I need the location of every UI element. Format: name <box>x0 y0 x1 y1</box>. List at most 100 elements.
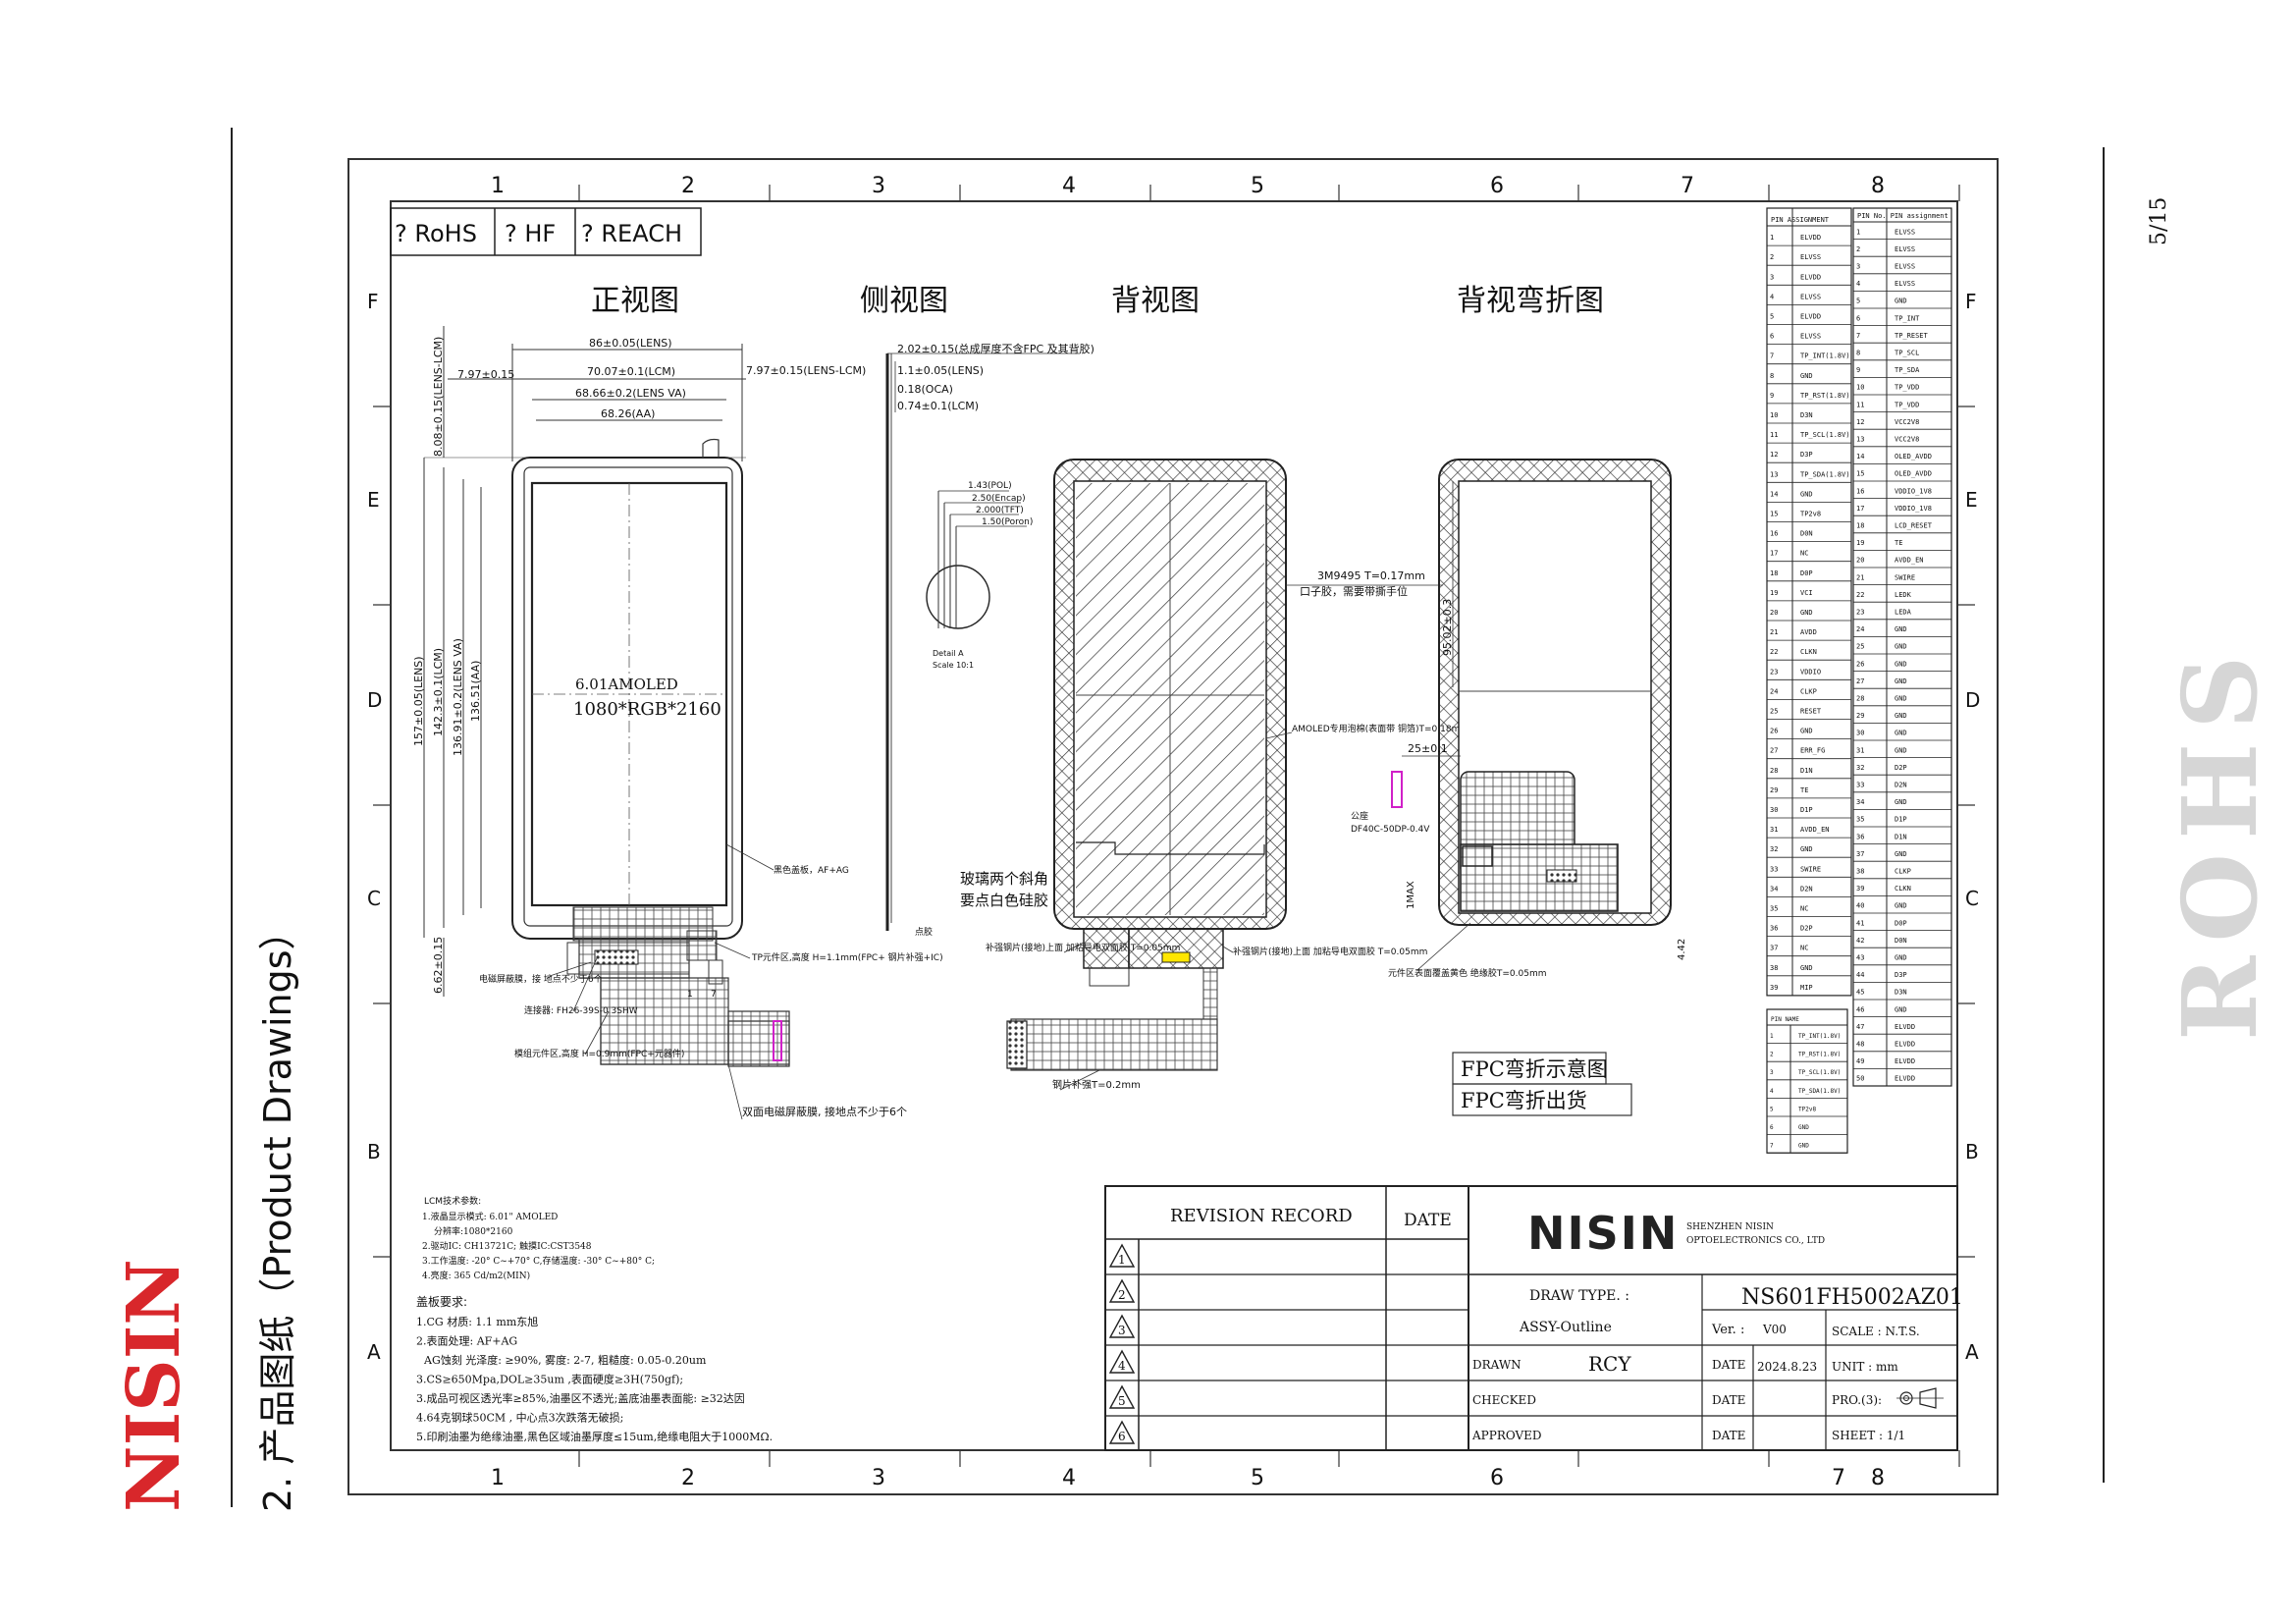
front-connector <box>594 949 639 965</box>
fpc-bend-diagram-label: FPC弯折示意图 <box>1461 1057 1608 1081</box>
pin-table-1-pin-number: 6 <box>1770 333 1774 341</box>
grid-row-label-right: D <box>1965 688 1980 712</box>
pin-table-2-header: PIN No. PIN assignment <box>1857 212 1949 220</box>
pin7-marker: 7 <box>711 990 717 1000</box>
note-steel-stiffener: 钢片补强T=0.2mm <box>1052 1078 1141 1091</box>
pin-table-1-pin-name: D0P <box>1800 569 1813 577</box>
pin-table-2-pin-number: 42 <box>1856 937 1864 945</box>
pin-table-1-pin-name: D3N <box>1800 411 1813 419</box>
pin-table-1-pin-number: 19 <box>1770 589 1778 597</box>
pin-table-1-pin-name: GND <box>1800 609 1813 617</box>
cover-note-line: 3.CS≥650Mpa,DOL≥35um ,表面硬度≥3H(750gf); <box>416 1373 683 1386</box>
pin-table-3-pin-number: 1 <box>1770 1033 1774 1040</box>
pin-table-2-pin-number: 21 <box>1856 573 1864 581</box>
pin-table-1-pin-name: GND <box>1800 728 1813 735</box>
pin-table-1-pin-number: 9 <box>1770 392 1774 400</box>
pin-table-1-pin-number: 7 <box>1770 352 1774 360</box>
pin-table-2-pin-number: 47 <box>1856 1023 1864 1031</box>
pin-table-1-pin-name: ELVSS <box>1800 333 1821 341</box>
grid-col-label-top: 6 <box>1490 174 1504 198</box>
revision-triangle-icon <box>1108 1384 1136 1409</box>
pin-table-2-pin-name: CLKP <box>1895 868 1911 876</box>
cover-note-line: AG蚀刻 光泽度: ≥90%, 雾度: 2-7, 粗糙度: 0.05-0.20u… <box>423 1353 707 1367</box>
lcm-notes-title: LCM技术参数: <box>424 1195 481 1207</box>
pin-table-1-pin-name: NC <box>1800 945 1808 952</box>
pin-table-1-pin-name: GND <box>1800 845 1813 853</box>
pin-table-1-pin-name: D3P <box>1800 451 1813 459</box>
lcm-note-line: 2.驱动IC: CH13721C; 触摸IC:CST3548 <box>422 1240 592 1252</box>
pin-table-2-pin-number: 33 <box>1856 782 1864 789</box>
note-white-silicone: 要点白色硅胶 <box>960 892 1048 909</box>
dim-25: 25±0.1 <box>1408 742 1448 755</box>
pin-table-1-pin-number: 1 <box>1770 234 1774 242</box>
detail-poron: 1.50(Poron) <box>982 517 1033 527</box>
yellow-tape <box>1161 951 1191 963</box>
pin-table-1-pin-name: NC <box>1800 904 1808 912</box>
pin-table-1-pin-number: 30 <box>1770 806 1778 814</box>
pin-table-3-pin-name: TP_SDA(1.8V) <box>1798 1088 1841 1095</box>
revision-date-header: DATE <box>1404 1211 1452 1230</box>
pin-table-1-pin-name: ELVDD <box>1800 273 1821 281</box>
pin-table-2-pin-name: ELVSS <box>1895 263 1915 271</box>
pin-table-1-pin-number: 26 <box>1770 728 1778 735</box>
note-stiffener-left: 补强钢片(接地)上面 加粘导电双面胶 T=0.05mm <box>986 942 1180 953</box>
pin-table-2-pin-name: D1P <box>1895 816 1907 824</box>
projection-label: PRO.(3): <box>1832 1393 1882 1407</box>
pin-table-2-pin-number: 26 <box>1856 660 1864 668</box>
drawing-outer-frame <box>347 158 1999 1495</box>
pin-table-1-pin-number: 34 <box>1770 885 1778 893</box>
pin-table-2-pin-number: 5 <box>1856 298 1860 305</box>
dim-aa-height: 136.51(AA) <box>469 661 482 722</box>
pin-table-2-pin-number: 25 <box>1856 643 1864 651</box>
pin-table-2-pin-number: 38 <box>1856 868 1864 876</box>
pin-table-2-pin-number: 35 <box>1856 816 1864 824</box>
grid-col-label-bottom: 4 <box>1062 1466 1076 1490</box>
side-view-drawing: 2.02±0.15(总成厚度不含FPC 及其背胶) 1.1±0.05(LENS)… <box>885 342 1095 938</box>
pin-table-2-pin-number: 2 <box>1856 245 1860 253</box>
pin-table-2-pin-number: 44 <box>1856 971 1864 979</box>
pin-table-2-pin-name: TP_SCL <box>1895 350 1919 357</box>
pin-table-2-pin-number: 23 <box>1856 609 1864 617</box>
pin-table-2-pin-number: 8 <box>1856 350 1860 357</box>
cover-note-line: 2.表面处理: AF+AG <box>416 1334 517 1348</box>
pin-table-1-pin-name: TP_SDA(1.8V) <box>1800 470 1850 478</box>
pin-table-2-pin-name: ELVSS <box>1895 228 1915 236</box>
pin-table-2-pin-number: 22 <box>1856 591 1864 599</box>
pin-table-2-pin-number: 29 <box>1856 712 1864 720</box>
pin-table-1-pin-name: GND <box>1800 964 1813 972</box>
pin-table-1-pin-number: 25 <box>1770 707 1778 715</box>
grid-col-label-bottom: 8 <box>1871 1466 1885 1490</box>
pin-table-1-pin-name: AVDD <box>1800 628 1817 636</box>
dim-aa-width: 68.26(AA) <box>601 407 655 420</box>
pin-table-1-pin-name: TE <box>1800 786 1808 794</box>
pin-table-2-pin-name: TP_VDD <box>1895 401 1919 408</box>
pin-table-2-pin-name: LEDA <box>1895 609 1912 617</box>
pin-table-3-pin-name: TP2v8 <box>1798 1106 1816 1112</box>
pin-table-1-pin-name: TP2v8 <box>1800 510 1821 517</box>
dim-1max: 1MAX <box>1406 881 1416 909</box>
revision-triangle-icon <box>1108 1278 1136 1303</box>
pin-table-2-pin-name: GND <box>1895 695 1907 703</box>
pin-table-1-pin-name: VCI <box>1800 589 1813 597</box>
front-view-title: 正视图 <box>591 284 679 318</box>
pin-table-2-pin-name: TP_VDD <box>1895 384 1919 392</box>
resolution-label: 1080*RGB*2160 <box>573 699 721 720</box>
reach-checkbox-label: ? REACH <box>581 220 682 247</box>
pin-table-1-pin-number: 8 <box>1770 372 1774 380</box>
pin-table-1-pin-number: 3 <box>1770 273 1774 281</box>
pin-table-2-pin-name: D2P <box>1895 764 1907 772</box>
drawn-date-label: DATE <box>1712 1358 1745 1372</box>
pin-table-2-pin-name: D2N <box>1895 782 1907 789</box>
pin-table-2-pin-number: 32 <box>1856 764 1864 772</box>
pin-table-1-pin-name: D2P <box>1800 925 1813 933</box>
pin-table-2-pin-number: 15 <box>1856 470 1864 478</box>
grid-row-label-left: C <box>367 887 381 910</box>
drawn-date: 2024.8.23 <box>1757 1360 1817 1374</box>
front-lens-outline <box>511 457 743 940</box>
pin-table-2-pin-number: 50 <box>1856 1075 1864 1083</box>
checked-date-label: DATE <box>1712 1393 1745 1407</box>
revision-triangle-icon <box>1108 1420 1136 1444</box>
